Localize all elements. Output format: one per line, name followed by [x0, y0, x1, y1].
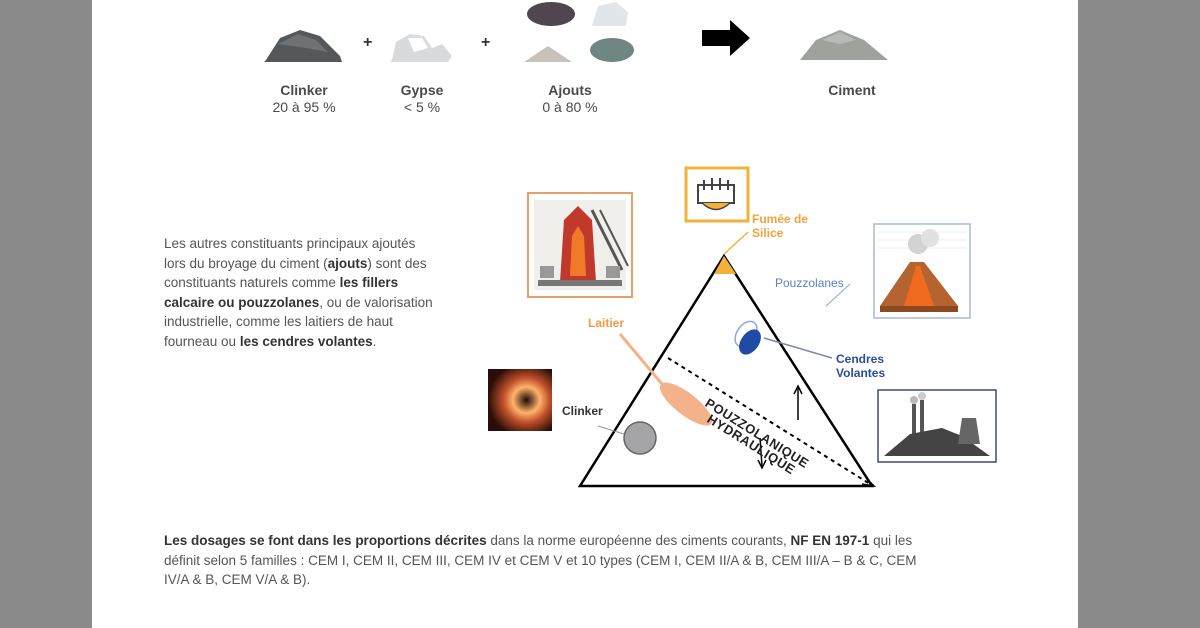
blast-furnace-image: [527, 192, 633, 298]
ternary-triangle: [577, 231, 877, 488]
ciment-name: Ciment: [828, 82, 876, 98]
gypse-label: Gypse < 5 %: [372, 82, 472, 116]
ajouts-pct: 0 à 80 %: [542, 99, 598, 115]
outro-bold-2: NF EN 197-1: [790, 533, 870, 548]
arrow-icon: [702, 20, 750, 56]
volcano-image: [873, 223, 971, 319]
ajouts-label: Ajouts 0 à 80 %: [520, 82, 620, 116]
laitier-label: Laitier: [588, 316, 625, 330]
intro-paragraph: Les autres constituants principaux ajout…: [164, 234, 434, 351]
intro-bold-2: les fillers calcaire ou pouzzolanes: [164, 275, 399, 310]
clinker-kiln-flame-image: [488, 369, 552, 431]
power-plant-image: [877, 389, 997, 463]
intro-text-4: .: [372, 333, 377, 349]
plus-sign-1: +: [363, 34, 373, 51]
outro-text-1: dans la norme européenne des ciments cou…: [486, 533, 791, 548]
ciment-pile-icon: [800, 30, 888, 60]
clinker-pct: 20 à 95 %: [272, 99, 336, 115]
pouzzolanes-label: Pouzzolanes: [775, 276, 844, 290]
intro-bold-1: ajouts: [327, 255, 368, 271]
outro-text-2: qui les définit selon 5 familles : CEM I…: [164, 533, 917, 587]
clinker-diagram-label: Clinker: [562, 404, 603, 418]
silica-fume-furnace-image: [684, 166, 750, 223]
intro-bold-3: les cendres volantes: [239, 333, 373, 349]
gypse-pct: < 5 %: [403, 99, 441, 115]
ciment-label: Ciment: [802, 82, 902, 99]
clinker-name: Clinker: [280, 82, 328, 98]
outro-paragraph: Les dosages se font dans les proportions…: [164, 531, 944, 590]
ajouts-name: Ajouts: [548, 82, 592, 98]
outro-bold-1: Les dosages se font dans les proportions…: [164, 533, 487, 548]
illustration-layer: [264, 2, 997, 488]
intro-text-1: Les autres constituants principaux ajout…: [164, 236, 416, 271]
cendres-volantes-label: Cendres Volantes: [836, 352, 886, 380]
gypse-pile-icon: [390, 34, 452, 62]
gypse-name: Gypse: [400, 82, 444, 98]
clinker-label: Clinker 20 à 95 %: [254, 82, 354, 116]
intro-text-3: , ou de valorisation industrielle, comme…: [164, 294, 433, 349]
fumee-silice-label: Fumée de Silice: [752, 212, 809, 240]
ajouts-samples-icon: [524, 2, 634, 62]
intro-text-2: ) sont des constituants naturels comme: [164, 255, 427, 291]
clinker-pile-icon: [264, 30, 342, 62]
document-page: Clinker 20 à 95 % + Gypse < 5 % + Ajouts…: [92, 0, 1078, 628]
plus-sign-2: +: [481, 34, 491, 51]
